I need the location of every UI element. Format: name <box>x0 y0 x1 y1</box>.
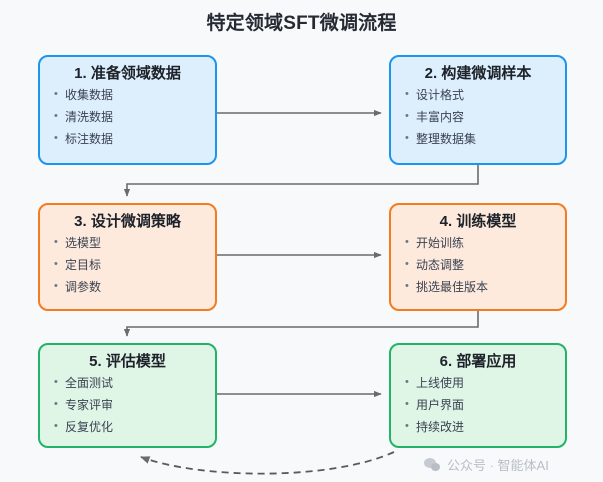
flow-node-1-title: 1. 准备领域数据 <box>74 65 181 82</box>
list-item: 用户界面 <box>405 398 555 413</box>
list-item: 持续改进 <box>405 420 555 435</box>
list-item: 清洗数据 <box>54 110 205 125</box>
list-item: 标注数据 <box>54 132 205 147</box>
flow-node-1-items: 收集数据 清洗数据 标注数据 <box>50 88 205 147</box>
list-item: 专家评审 <box>54 398 205 413</box>
edge-6-to-5-feedback <box>140 451 395 475</box>
wechat-icon <box>424 457 441 472</box>
flow-node-4-title: 4. 训练模型 <box>439 213 517 230</box>
list-item: 全面测试 <box>54 376 205 391</box>
flow-node-5[interactable]: 5. 评估模型 全面测试 专家评审 反复优化 <box>38 343 217 448</box>
list-item: 选模型 <box>54 236 205 251</box>
edge-4-to-5 <box>123 311 479 337</box>
list-item: 挑选最佳版本 <box>405 280 555 295</box>
list-item: 设计格式 <box>405 88 555 103</box>
list-item: 上线使用 <box>405 376 555 391</box>
flow-node-2[interactable]: 2. 构建微调样本 设计格式 丰富内容 整理数据集 <box>389 55 567 165</box>
flow-node-5-items: 全面测试 专家评审 反复优化 <box>50 376 205 435</box>
flow-node-1[interactable]: 1. 准备领域数据 收集数据 清洗数据 标注数据 <box>38 55 217 165</box>
flow-node-2-title: 2. 构建微调样本 <box>424 65 532 82</box>
flow-node-6-title: 6. 部署应用 <box>439 353 517 370</box>
list-item: 定目标 <box>54 258 205 273</box>
flow-node-5-title: 5. 评估模型 <box>89 353 166 370</box>
flow-node-4[interactable]: 4. 训练模型 开始训练 动态调整 挑选最佳版本 <box>389 203 567 311</box>
flow-node-2-items: 设计格式 丰富内容 整理数据集 <box>401 88 555 147</box>
flow-node-3-title: 3. 设计微调策略 <box>74 213 181 230</box>
flow-node-3-items: 选模型 定目标 调参数 <box>50 236 205 295</box>
edge-2-to-3 <box>123 165 479 197</box>
list-item: 丰富内容 <box>405 110 555 125</box>
list-item: 开始训练 <box>405 236 555 251</box>
list-item: 收集数据 <box>54 88 205 103</box>
flow-node-4-items: 开始训练 动态调整 挑选最佳版本 <box>401 236 555 295</box>
list-item: 整理数据集 <box>405 132 555 147</box>
flow-node-6[interactable]: 6. 部署应用 上线使用 用户界面 持续改进 <box>389 343 567 448</box>
flow-node-6-items: 上线使用 用户界面 持续改进 <box>401 376 555 435</box>
watermark: 公众号 · 智能体AI <box>424 455 549 474</box>
flow-node-3[interactable]: 3. 设计微调策略 选模型 定目标 调参数 <box>38 203 217 311</box>
list-item: 调参数 <box>54 280 205 295</box>
watermark-text: 公众号 · 智能体AI <box>447 458 549 473</box>
list-item: 动态调整 <box>405 258 555 273</box>
page-title: 特定领域SFT微调流程 <box>206 13 397 34</box>
list-item: 反复优化 <box>54 420 205 435</box>
